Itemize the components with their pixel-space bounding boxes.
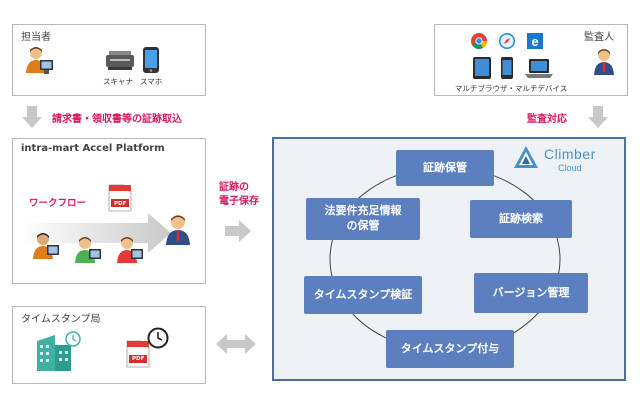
- auditor-panel: 監査人 e マルチブラウザ・マルチデバイス: [434, 24, 628, 96]
- clock-icon: [147, 327, 169, 349]
- scanner-label: スキャナ: [103, 77, 133, 86]
- audit-arrow: [588, 106, 608, 128]
- storage-label-1: 証跡の: [219, 182, 249, 193]
- office-building-icon: [37, 331, 81, 371]
- legal-line-2: の保管: [346, 219, 380, 232]
- phone-icon: [501, 57, 513, 79]
- smartphone-label: スマホ: [140, 77, 163, 86]
- audit-label: 監査対応: [527, 114, 567, 125]
- laptop-icon: [525, 59, 553, 78]
- safari-icon: [499, 33, 515, 49]
- worker-1-icon: [33, 233, 59, 259]
- node-version-control[interactable]: バージョン管理: [474, 273, 588, 313]
- tsa-pdf-label: PDF: [132, 356, 145, 362]
- workflow-label: ワークフロー: [29, 198, 87, 209]
- platform-panel: intra-mart Accel Platform ワークフロー PDF: [12, 138, 206, 284]
- brand-climber: Climber: [544, 146, 596, 162]
- worker-3-icon: [117, 237, 143, 263]
- devices-label: マルチブラウザ・マルチデバイス: [455, 84, 568, 93]
- auditor-label: 監査人: [584, 32, 614, 43]
- tsa-panel: タイムスタンプ局 PDF: [12, 306, 206, 384]
- pdf-document-icon: [108, 184, 132, 212]
- ie-icon: e: [527, 33, 543, 49]
- auditor-person-icon: [594, 49, 614, 75]
- legal-line-1: 法要件充足情報: [324, 204, 402, 218]
- storage-arrow: [225, 220, 251, 242]
- tsa-label: タイムスタンプ局: [21, 314, 101, 325]
- platform-pdf-label: PDF: [114, 201, 127, 207]
- workflow-arrow: [23, 213, 171, 253]
- manager-icon: [166, 215, 190, 245]
- smartphone-icon: [143, 47, 159, 73]
- tsa-pdf-icon: [126, 340, 150, 368]
- worker-2-icon: [75, 237, 101, 263]
- person-in-charge-panel: 担当者 スキャナ スマホ: [12, 24, 206, 96]
- svg-text:e: e: [531, 34, 538, 49]
- brand-cloud: Cloud: [558, 163, 582, 173]
- scanner-icon: [106, 51, 134, 70]
- cycle-ellipse: [329, 166, 561, 352]
- node-evidence-keep[interactable]: 証跡保管: [396, 150, 494, 186]
- tablet-icon: [473, 57, 491, 79]
- intake-arrow: [22, 106, 42, 128]
- node-legal-requirements[interactable]: 法要件充足情報 の保管: [306, 198, 420, 240]
- node-evidence-search[interactable]: 証跡検索: [470, 200, 572, 238]
- platform-title: intra-mart Accel Platform: [21, 143, 165, 154]
- intake-label: 請求書・領収書等の証跡取込: [52, 114, 182, 125]
- storage-label-2: 電子保存: [219, 196, 259, 207]
- bidirectional-arrow: [216, 334, 256, 354]
- person-at-pc-icon: [26, 47, 53, 74]
- person-in-charge-label: 担当者: [21, 32, 51, 43]
- chrome-icon: [471, 33, 487, 49]
- node-timestamp-verify[interactable]: タイムスタンプ検証: [304, 276, 422, 314]
- climber-logo-icon: [514, 146, 538, 168]
- node-timestamp-apply[interactable]: タイムスタンプ付与: [386, 330, 514, 368]
